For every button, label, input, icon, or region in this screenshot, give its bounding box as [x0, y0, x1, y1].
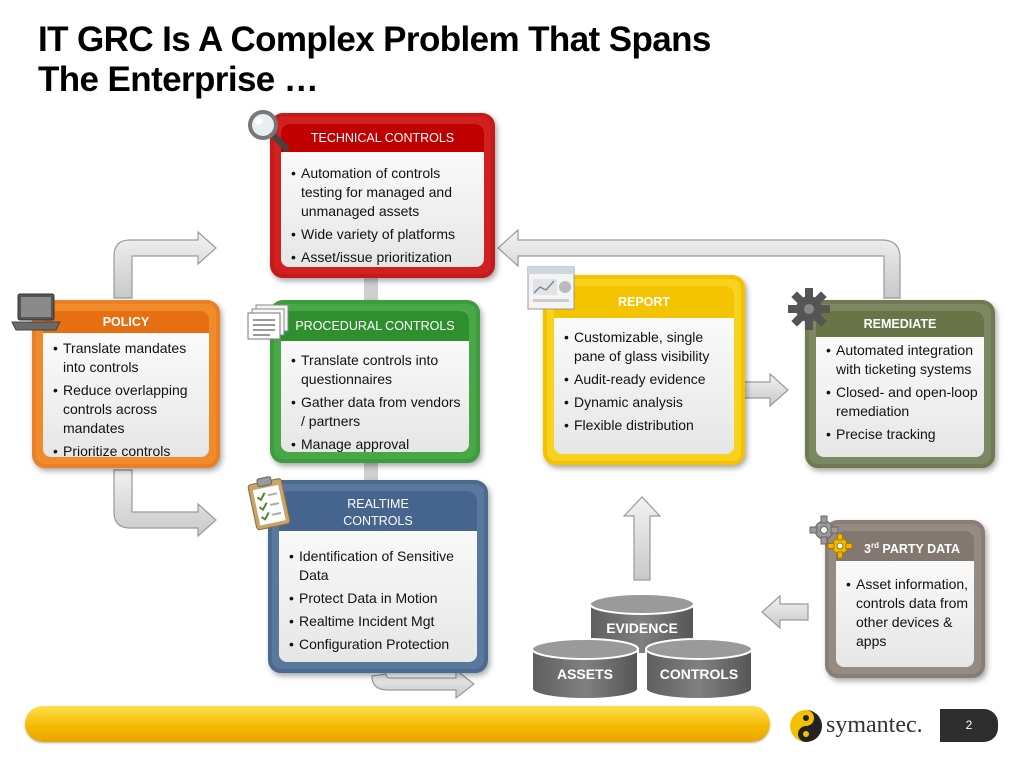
slide-title: IT GRC Is A Complex Problem That Spans T… [38, 20, 711, 100]
database-controls-label: CONTROLS [659, 666, 739, 682]
third-party-data-header: 3rd PARTY DATA [836, 531, 974, 561]
policy-box: POLICY Translate mandates into controls … [32, 300, 220, 468]
database-controls [645, 638, 753, 700]
remediate-header: REMEDIATE [816, 311, 984, 337]
realtime-controls-list: Identification of Sensitive Data Protect… [287, 547, 471, 658]
third-party-header-num: 3 [864, 542, 871, 557]
list-item: Manage approval [289, 435, 463, 454]
technical-controls-list: Automation of controls testing for manag… [289, 164, 478, 271]
controls-connector [364, 462, 378, 484]
realtime-header-line1: REALTIME [347, 497, 409, 511]
arrow-thirdparty-to-databases [761, 594, 809, 630]
database-assets-label: ASSETS [556, 666, 613, 682]
remediate-list: Automated integration with ticketing sys… [824, 341, 978, 448]
report-list: Customizable, single pane of glass visib… [562, 328, 728, 439]
list-item: Flexible distribution [562, 416, 728, 435]
documents-icon [247, 304, 289, 340]
gear-icon [788, 288, 830, 330]
database-evidence-label: EVIDENCE [606, 620, 678, 636]
arrow-remediate-to-technical [497, 228, 901, 299]
clipboard-icon [247, 476, 291, 531]
list-item: Protect Data in Motion [287, 589, 471, 608]
remediate-box: REMEDIATE Automated integration with tic… [805, 300, 995, 468]
arrow-policy-to-technical [113, 230, 217, 299]
realtime-header-line2: CONTROLS [343, 514, 413, 528]
list-item: Translate controls into questionnaires [289, 351, 463, 389]
list-item: Prioritize controls [51, 442, 203, 461]
list-item: Identification of Sensitive Data [287, 547, 471, 585]
slide-title-line1: IT GRC Is A Complex Problem That Spans [38, 20, 711, 59]
list-item: Audit-ready evidence [562, 370, 728, 389]
arrow-realtime-to-databases [371, 668, 475, 700]
report-box: REPORT Customizable, single pane of glas… [543, 275, 745, 465]
page-number: 2 [940, 709, 998, 742]
third-party-header-rest: PARTY DATA [878, 542, 960, 557]
third-party-data-box: 3rd PARTY DATA Asset information, contro… [825, 520, 985, 678]
third-party-data-list: Asset information, controls data from ot… [844, 575, 970, 655]
arrow-report-to-remediate [741, 372, 789, 408]
footer-bar [25, 706, 770, 742]
report-header: REPORT [554, 286, 734, 318]
procedural-controls-header: PROCEDURAL CONTROLS [281, 311, 469, 341]
symantec-logo-icon [790, 710, 822, 742]
list-item: Translate mandates into controls [51, 339, 203, 377]
arrow-evidence-to-report [622, 496, 662, 581]
list-item: Precise tracking [824, 425, 978, 444]
list-item: Reduce overlapping controls across manda… [51, 381, 203, 438]
third-party-header-sup: rd [870, 541, 879, 550]
list-item: Automation of controls testing for manag… [289, 164, 478, 221]
technical-controls-header: TECHNICAL CONTROLS [281, 124, 484, 152]
technical-controls-box: TECHNICAL CONTROLS Automation of control… [270, 113, 495, 278]
list-item: Asset/issue prioritization [289, 248, 478, 267]
gears-icon [809, 515, 853, 559]
list-item: Gather data from vendors / partners [289, 393, 463, 431]
list-item: Wide variety of platforms [289, 225, 478, 244]
report-window-icon [527, 266, 575, 310]
magnifier-icon [248, 110, 289, 151]
realtime-controls-header: REALTIME CONTROLS [279, 491, 477, 531]
policy-list: Translate mandates into controls Reduce … [51, 339, 203, 465]
database-assets [531, 638, 639, 700]
realtime-controls-box: REALTIME CONTROLS Identification of Sens… [268, 480, 488, 673]
symantec-logo: symantec. [788, 706, 928, 746]
laptop-icon [11, 293, 61, 331]
list-item: Automated integration with ticketing sys… [824, 341, 978, 379]
list-item: Customizable, single pane of glass visib… [562, 328, 728, 366]
slide-title-line2: The Enterprise … [38, 60, 319, 99]
list-item: Asset information, controls data from ot… [844, 575, 970, 651]
list-item: Configuration Protection [287, 635, 471, 654]
list-item: Realtime Incident Mgt [287, 612, 471, 631]
procedural-controls-list: Translate controls into questionnaires G… [289, 351, 463, 458]
controls-connector [364, 274, 378, 304]
procedural-controls-box: PROCEDURAL CONTROLS Translate controls i… [270, 300, 480, 463]
symantec-logo-text: symantec. [826, 712, 923, 738]
arrow-policy-to-realtime [113, 469, 217, 538]
list-item: Closed- and open-loop remediation [824, 383, 978, 421]
policy-header: POLICY [43, 311, 209, 333]
list-item: Dynamic analysis [562, 393, 728, 412]
